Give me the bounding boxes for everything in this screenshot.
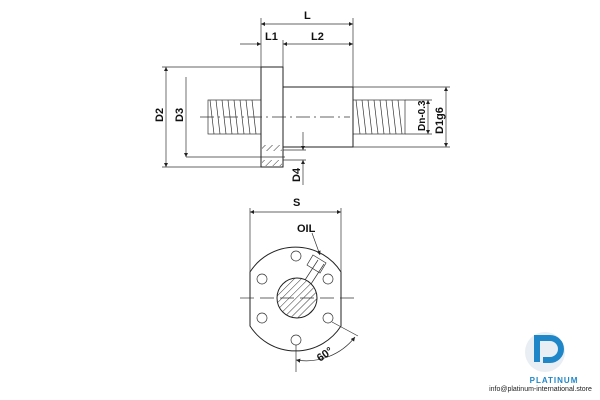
screw-section [276,277,318,319]
side-view: L L1 L2 D2 D3 D4 Dn-0.3 D1g6 [154,10,450,185]
dim-D2: D2 [154,108,166,122]
dim-S: S [293,197,300,209]
dim-D3: D3 [174,108,186,122]
dim-Dn: Dn-0.3 [417,100,428,131]
brand-name: PLATINUM [529,376,579,385]
nut-body [282,86,354,148]
angle-label: 60° [315,345,336,364]
oil-port [304,254,327,285]
dim-D1: D1g6 [434,107,446,134]
dim-L1: L1 [265,31,278,43]
oil-label: OIL [297,223,316,235]
brand-email: info@platinum-international.store [489,386,592,393]
front-view: S OIL 60° [240,197,360,372]
dim-L: L [304,10,311,22]
flange-outline [249,246,342,352]
dim-L2: L2 [311,31,324,43]
dim-D4: D4 [291,167,303,182]
screw-right [352,99,406,135]
platinum-logo [525,332,565,372]
